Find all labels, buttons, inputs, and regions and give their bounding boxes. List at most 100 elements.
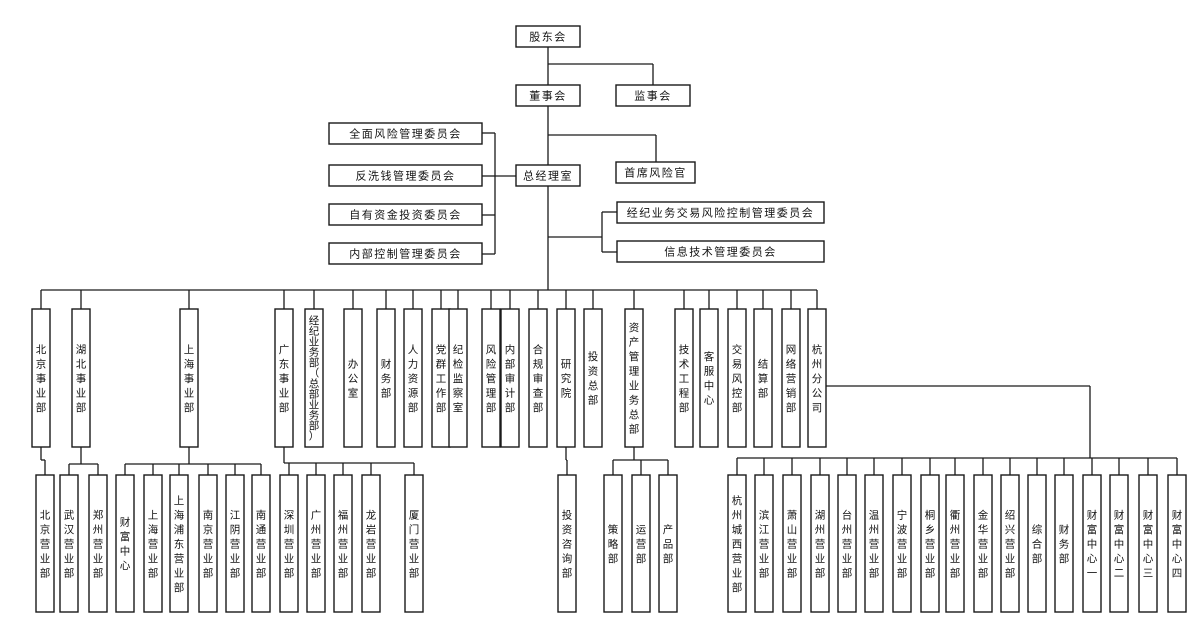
subunit-guangdong-4: 厦门营业部 [404,474,424,613]
subunit-guangdong-3: 龙岩营业部 [361,474,381,613]
dept-hubei: 湖北事业部 [71,308,91,448]
dept-compliance: 合规审查部 [528,308,548,448]
subunit-shanghai-5-label: 南通营业部 [256,508,267,579]
dept-party: 党群工作部 [431,308,451,448]
dept-trade_risk-label: 交易风控部 [732,343,743,414]
subunit-hangzhou-5: 温州营业部 [864,474,884,613]
dept-invest: 投资总部 [583,308,603,448]
subunit-guangdong-0: 深圳营业部 [279,474,299,613]
dept-hr-label: 人力资源部 [408,344,419,414]
dept-discipline-label: 纪检监察室 [453,344,464,414]
dept-asset_mgmt: 资产管理业务总部 [624,308,644,448]
subunit-hangzhou-13: 财富中心一 [1082,474,1102,613]
proprietary-committee-box: 自有资金投资委员会 [328,203,483,226]
dept-hubei-label: 湖北事业部 [76,344,87,414]
subunit-hangzhou-15-label: 财富中心三 [1143,508,1154,579]
brokerage-risk-committee-box-label: 经纪业务交易风险控制管理委员会 [627,206,815,220]
cro-box: 首席风险官 [615,161,696,184]
proprietary-committee-box-label: 自有资金投资委员会 [349,208,462,222]
subunit-shanghai-2-label: 上海浦东营业部 [174,495,185,594]
dept-office-label: 办公室 [348,357,359,399]
subunit-hubei-0: 武汉营业部 [59,474,79,613]
subunit-asset_mgmt-2-label: 产品部 [663,523,674,565]
dept-beijing-label: 北京事业部 [36,344,47,414]
internal-control-committee-box-label: 内部控制管理委员会 [349,247,462,261]
supervisors-box: 监事会 [615,84,691,107]
subunit-hangzhou-10-label: 绍兴营业部 [1005,508,1016,579]
dept-service-label: 客服中心 [704,350,715,407]
subunit-hangzhou-2-label: 萧山营业部 [787,509,798,579]
dept-guangdong-label: 广东事业部 [279,344,290,414]
dept-shanghai-label: 上海事业部 [184,344,195,414]
subunit-hangzhou-9-label: 金华营业部 [978,508,989,579]
subunit-asset_mgmt-1-label: 运营部 [636,524,647,565]
dept-discipline: 纪检监察室 [448,308,468,448]
dept-hr: 人力资源部 [403,308,423,448]
subunit-hangzhou-14: 财富中心二 [1109,474,1129,613]
dept-tech: 技术工程部 [674,308,694,448]
subunit-hangzhou-2: 萧山营业部 [782,474,802,613]
subunit-hangzhou-7-label: 桐乡营业部 [925,508,936,579]
dept-office: 办公室 [343,308,363,448]
aml-committee-box-label: 反洗钱管理委员会 [356,169,456,183]
dept-settle-label: 结算部 [758,357,769,399]
subunit-hangzhou-10: 绍兴营业部 [1000,474,1020,613]
subunit-guangdong-4-label: 厦门营业部 [409,509,420,579]
subunit-guangdong-2-label: 福州营业部 [338,508,349,579]
board-box-label: 董事会 [529,90,567,103]
subunit-shanghai-0-label: 财富中心 [120,516,131,573]
dept-tech-label: 技术工程部 [679,343,690,414]
subunit-hangzhou-4-label: 台州营业部 [842,508,853,579]
subunit-asset_mgmt-1: 运营部 [631,474,651,613]
subunit-hangzhou-8: 衢州营业部 [945,474,965,613]
subunit-hangzhou-8-label: 衢州营业部 [950,509,961,579]
shareholders-box-label: 股东会 [529,31,567,44]
subunit-shanghai-1-label: 上海营业部 [148,509,159,579]
dept-shanghai: 上海事业部 [179,308,199,448]
dept-online: 网络营销部 [781,308,801,448]
subunit-guangdong-2: 福州营业部 [333,474,353,613]
subunit-research-0-label: 投资咨询部 [562,508,573,579]
dept-hangzhou-label: 杭州分公司 [812,343,823,414]
subunit-hangzhou-16-label: 财富中心四 [1172,508,1183,579]
dept-guangdong: 广东事业部 [274,308,294,448]
subunit-hangzhou-13-label: 财富中心一 [1087,508,1098,579]
dept-risk_mgmt-label: 风险管理部 [486,344,497,414]
subunit-hangzhou-15: 财富中心三 [1138,474,1158,613]
dept-hq_brokerage: 经纪业务部（总部业务部） [304,308,324,448]
dept-hangzhou: 杭州分公司 [807,308,827,448]
subunit-hangzhou-11-label: 综合部 [1032,523,1043,565]
dept-online-label: 网络营销部 [786,344,797,414]
subunit-hangzhou-12-label: 财务部 [1059,523,1070,565]
subunit-asset_mgmt-2: 产品部 [658,474,678,613]
board-box: 董事会 [515,84,581,107]
risk-committee-box-label: 全面风险管理委员会 [349,127,462,141]
dept-finance-label: 财务部 [381,357,392,399]
brokerage-risk-committee-box: 经纪业务交易风险控制管理委员会 [616,201,825,224]
connector-lines [40,47,1178,475]
subunit-hangzhou-1-label: 滨江营业部 [759,508,770,579]
subunit-hangzhou-0-label: 杭州城西营业部 [732,494,743,594]
subunit-hubei-1: 郑州营业部 [88,474,108,613]
subunit-hangzhou-12: 财务部 [1054,474,1074,613]
it-committee-box: 信息技术管理委员会 [616,240,825,263]
shareholders-box: 股东会 [515,25,581,48]
dept-risk_mgmt: 风险管理部 [481,308,501,448]
subunit-hangzhou-4: 台州营业部 [837,474,857,613]
dept-finance: 财务部 [376,308,396,448]
subunit-asset_mgmt-0-label: 策略部 [608,523,619,565]
subunit-shanghai-1: 上海营业部 [143,474,163,613]
dept-audit-label: 内部审计部 [505,343,516,414]
subunit-shanghai-3-label: 南京营业部 [203,508,214,579]
dept-party-label: 党群工作部 [436,343,447,414]
subunit-hangzhou-11: 综合部 [1027,474,1047,613]
dept-beijing: 北京事业部 [31,308,51,448]
dept-settle: 结算部 [753,308,773,448]
dept-compliance-label: 合规审查部 [533,343,544,414]
it-committee-box-label: 信息技术管理委员会 [664,245,777,259]
subunit-guangdong-3-label: 龙岩营业部 [366,508,377,579]
aml-committee-box: 反洗钱管理委员会 [328,164,483,187]
subunit-hubei-0-label: 武汉营业部 [64,508,75,579]
gm-office-box-label: 总经理室 [523,169,573,183]
